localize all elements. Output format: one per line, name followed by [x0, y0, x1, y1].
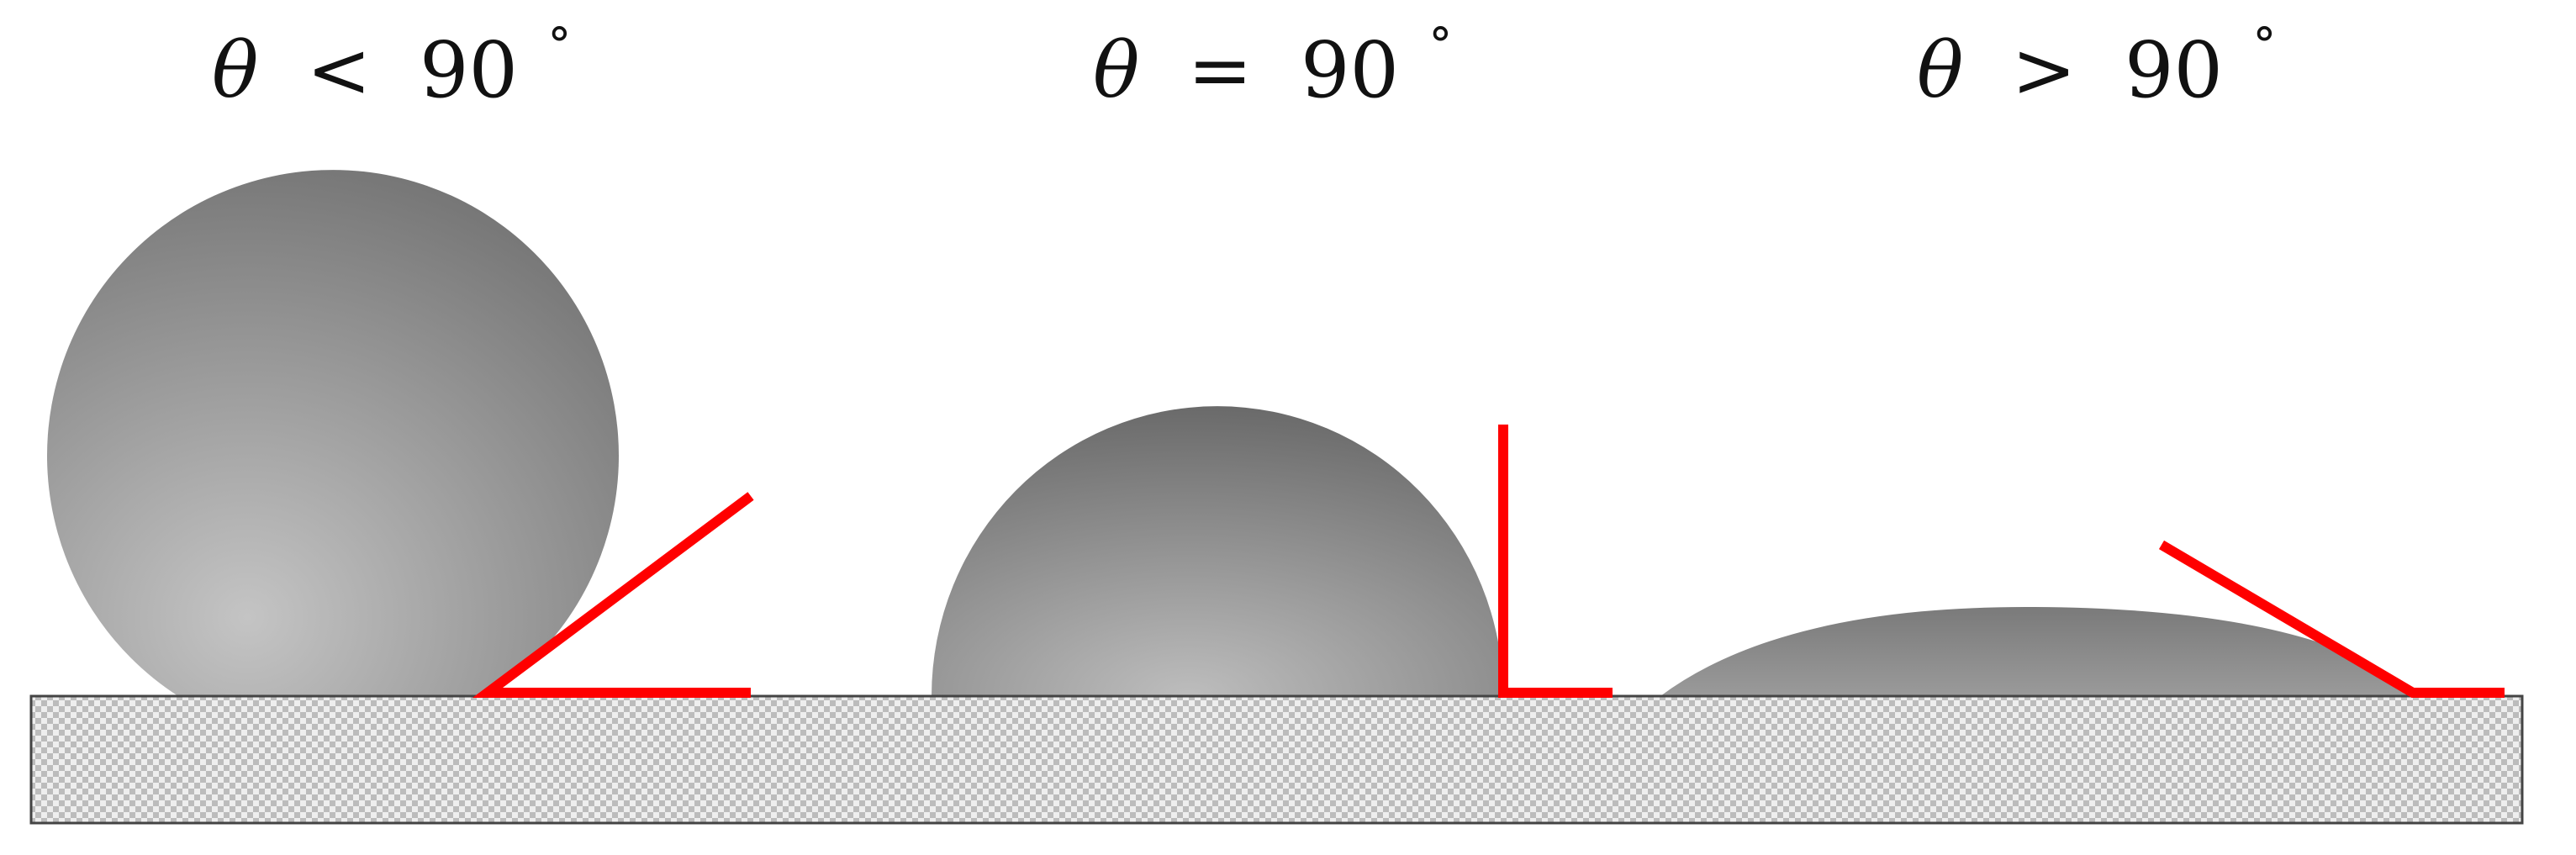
contact-line-acute: [472, 492, 754, 698]
label-acute-value: 90: [420, 25, 518, 115]
label-acute-angle: θ < 90 °: [212, 18, 571, 115]
label-right-angle: θ = 90 °: [1093, 18, 1452, 115]
substrate: [29, 694, 2524, 825]
label-right-symbol: θ: [1093, 25, 1139, 115]
contact-line-obtuse: [2158, 540, 2505, 698]
droplet-hemispherical: [932, 406, 1503, 696]
label-obtuse-value: 90: [2125, 25, 2223, 115]
droplet-flat-cap: [1660, 606, 2421, 696]
label-right-relation: =: [1188, 25, 1253, 115]
contact-line-right: [1498, 425, 1613, 698]
label-acute-unit: °: [547, 18, 571, 73]
label-obtuse-unit: °: [2252, 18, 2276, 73]
label-acute-symbol: θ: [212, 25, 258, 115]
label-right-unit: °: [1428, 18, 1452, 73]
label-acute-relation: <: [307, 25, 372, 115]
label-obtuse-angle: θ > 90 °: [1917, 18, 2276, 115]
contact-angle-lines: [472, 425, 2505, 698]
label-obtuse-symbol: θ: [1917, 25, 1963, 115]
droplet-spherical: [47, 170, 620, 697]
label-obtuse-relation: >: [2012, 25, 2077, 115]
label-right-value: 90: [1301, 25, 1399, 115]
